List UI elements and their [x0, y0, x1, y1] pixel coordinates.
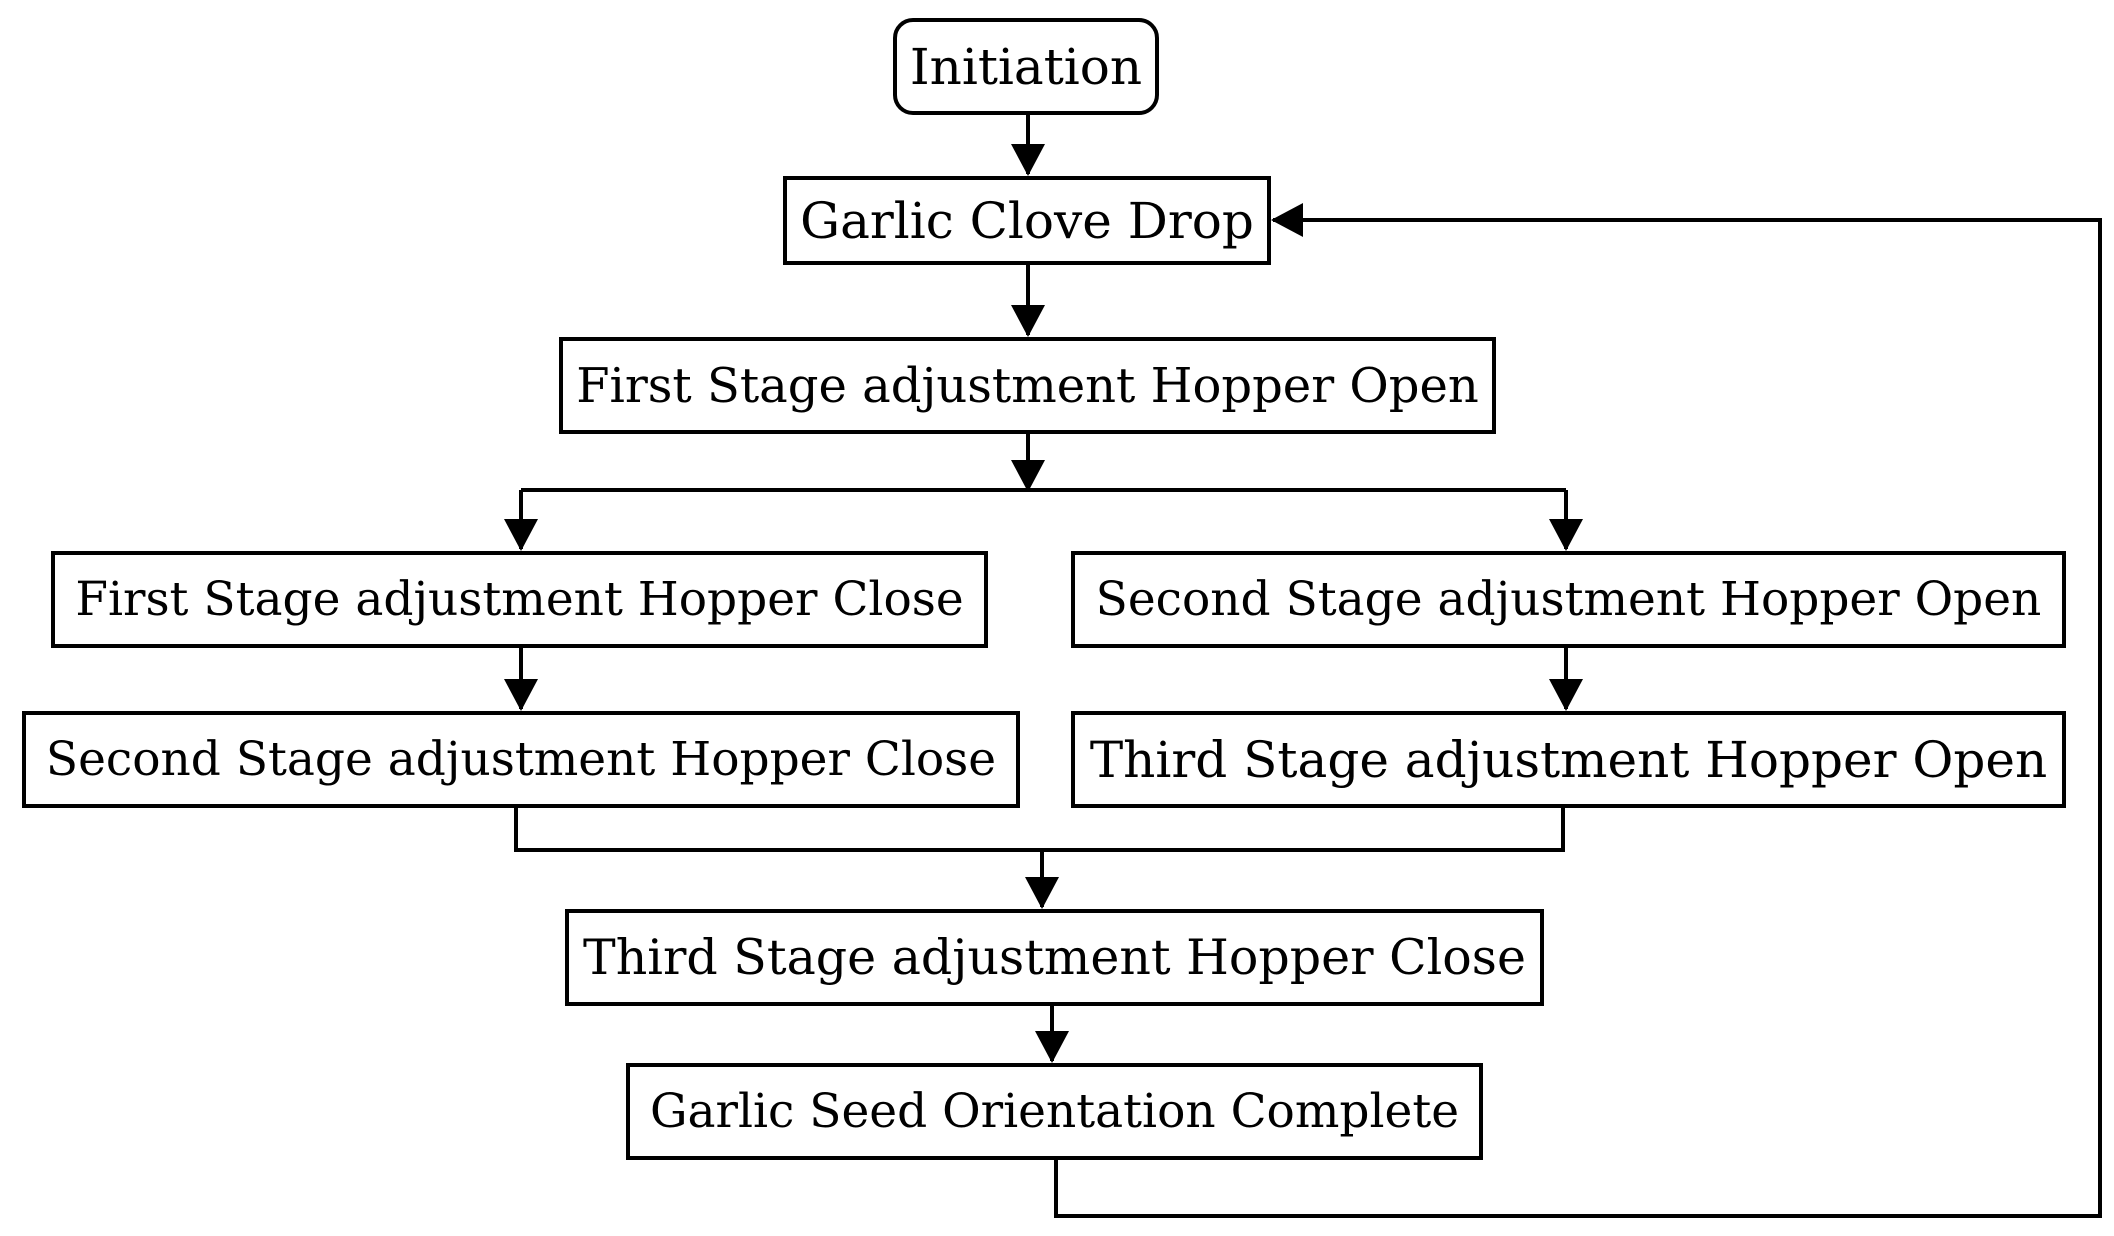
node-garlic-clove-drop: Garlic Clove Drop [783, 176, 1271, 265]
node-first-stage-open-label: First Stage adjustment Hopper Open [576, 357, 1479, 414]
merge-bus [514, 808, 1565, 852]
node-second-stage-close: Second Stage adjustment Hopper Close [22, 711, 1020, 808]
node-first-stage-close-label: First Stage adjustment Hopper Close [75, 572, 964, 627]
node-second-stage-open: Second Stage adjustment Hopper Open [1071, 551, 2066, 648]
node-orientation-complete-label: Garlic Seed Orientation Complete [649, 1084, 1460, 1139]
node-third-stage-open: Third Stage adjustment Hopper Open [1071, 711, 2066, 808]
node-third-stage-close-label: Third Stage adjustment Hopper Close [583, 929, 1526, 986]
node-first-stage-open: First Stage adjustment Hopper Open [559, 337, 1496, 434]
arrow-feedback-loop [1054, 203, 2102, 1218]
node-orientation-complete: Garlic Seed Orientation Complete [626, 1063, 1483, 1160]
node-initiation-label: Initiation [909, 37, 1143, 96]
node-third-stage-close: Third Stage adjustment Hopper Close [565, 909, 1544, 1006]
node-garlic-clove-drop-label: Garlic Clove Drop [800, 191, 1254, 250]
node-initiation: Initiation [893, 18, 1159, 115]
node-second-stage-open-label: Second Stage adjustment Hopper Open [1095, 572, 2042, 627]
node-first-stage-close: First Stage adjustment Hopper Close [51, 551, 988, 648]
node-third-stage-open-label: Third Stage adjustment Hopper Open [1089, 730, 2048, 789]
node-second-stage-close-label: Second Stage adjustment Hopper Close [45, 732, 997, 787]
